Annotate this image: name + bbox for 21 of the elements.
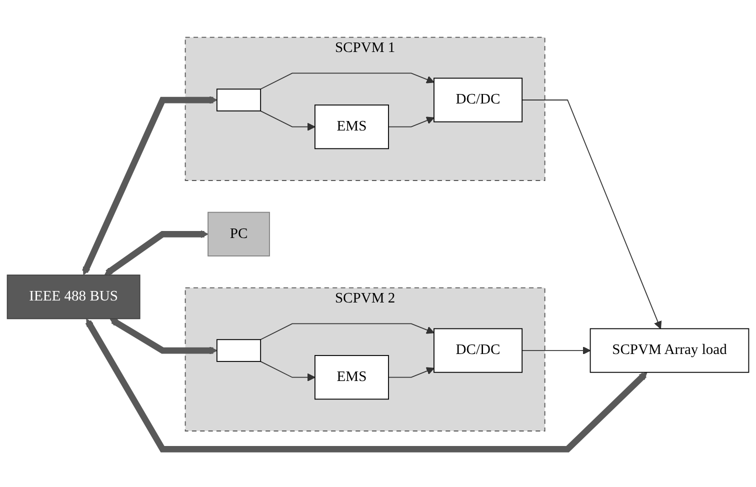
node-box: DC/DC <box>434 78 523 123</box>
arrow <box>85 318 648 453</box>
node-box: EMS <box>314 104 389 150</box>
arrow <box>104 230 208 276</box>
arrow <box>260 361 316 382</box>
node-box <box>216 88 262 112</box>
arrow <box>110 318 218 355</box>
node-box: EMS <box>314 355 389 400</box>
arrow <box>260 324 434 340</box>
node-box <box>216 339 262 362</box>
node-box: SCPVM Array load <box>590 328 750 374</box>
arrow <box>82 96 218 276</box>
node-box: DC/DC <box>434 328 523 374</box>
arrow <box>260 73 434 90</box>
node-box: PC <box>208 212 270 257</box>
arrow <box>522 100 662 330</box>
arrow <box>522 346 591 355</box>
arrow <box>260 110 316 132</box>
node-box: IEEE 488 BUS <box>6 274 140 320</box>
arrow <box>388 367 434 378</box>
arrow <box>388 116 434 128</box>
